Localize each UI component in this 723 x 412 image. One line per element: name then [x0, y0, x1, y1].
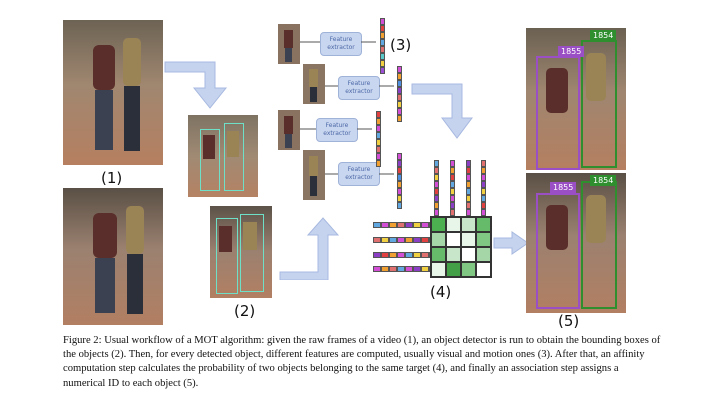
crop-2: [303, 64, 325, 104]
arrow-to-detections: [164, 61, 228, 109]
id-tag-purple-1: 1855: [558, 46, 585, 57]
figure-caption: Figure 2: Usual workflow of a MOT algori…: [63, 335, 661, 389]
raw-frame-2: [63, 188, 163, 325]
id-tag-green-1: 1854: [590, 30, 617, 41]
feature-arrows: [300, 41, 394, 175]
step-2-label: (2): [234, 302, 256, 320]
crop-1: [278, 24, 300, 64]
step-3-label: (3): [390, 36, 412, 54]
top-vector-4: [481, 160, 486, 216]
top-vector-3: [466, 160, 471, 216]
raw-frame-1: [63, 20, 163, 165]
arrow-to-features: [279, 217, 340, 280]
step-1-label: (1): [101, 169, 123, 187]
top-vector-1: [434, 160, 439, 216]
step-4-label: (4): [430, 283, 452, 301]
left-vector-4: [373, 266, 437, 272]
feature-vector-4: [397, 153, 402, 209]
crop-4: [303, 150, 325, 200]
left-vector-2: [373, 237, 437, 243]
arrow-to-affinity: [411, 83, 473, 139]
step-5-label: (5): [558, 312, 580, 330]
id-tag-purple-2: 1855: [550, 182, 577, 193]
feature-vector-3: [376, 111, 381, 167]
output-frame-2: [526, 173, 626, 313]
left-vector-1: [373, 222, 437, 228]
detection-frame-2: [210, 206, 272, 298]
top-vector-2: [450, 160, 455, 216]
id-tag-green-2: 1854: [590, 175, 617, 186]
left-vector-3: [373, 252, 437, 258]
feature-vector-2: [397, 66, 402, 122]
crop-3: [278, 110, 300, 150]
arrow-to-association: [493, 231, 529, 255]
feature-vector-1: [380, 18, 385, 74]
detection-frame-1: [188, 115, 258, 197]
output-frame-1: [526, 28, 626, 170]
affinity-matrix: [430, 216, 492, 278]
